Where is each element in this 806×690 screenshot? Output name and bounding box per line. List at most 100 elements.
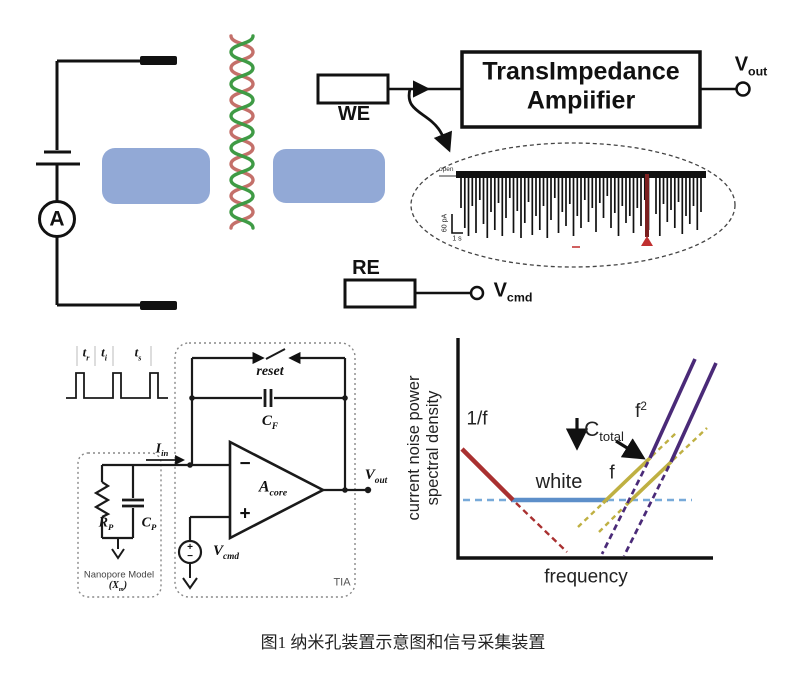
trace-scalebar	[451, 214, 463, 234]
dna-strand-green	[229, 34, 255, 230]
timing-pulses	[66, 372, 168, 399]
re-label: RE	[352, 257, 380, 279]
membrane-blocks	[102, 148, 385, 204]
we-box	[316, 73, 390, 105]
ground-arrow	[182, 577, 198, 590]
amplifier-title-line1: TransImpedance	[482, 57, 680, 86]
ti-sub: i	[104, 353, 107, 363]
cf-sub: F	[271, 421, 279, 432]
cf-label: CF	[261, 412, 279, 432]
plot-xlabel: frequency	[544, 566, 628, 588]
trace-scale-horizontal: 1 s	[452, 235, 462, 243]
circuit-vcmd-label: Vcmd	[212, 542, 240, 562]
source-minus: −	[187, 551, 193, 562]
vout-base: V	[734, 53, 749, 76]
electrode-bottom	[140, 301, 177, 310]
ti-base: t	[101, 344, 105, 360]
junction-arrow	[615, 438, 646, 460]
rp-resistor	[93, 481, 111, 518]
trace-spikes	[460, 172, 702, 238]
iin-base: I	[155, 441, 162, 457]
rp-label: RP	[98, 515, 114, 532]
circuit-vcmd-sub: cmd	[223, 551, 240, 562]
re-box	[343, 278, 417, 309]
tia-dotted-box	[174, 342, 356, 598]
dna-strand-red	[229, 34, 255, 230]
xm-sub: m	[118, 585, 124, 593]
reset-label: reset	[256, 364, 284, 379]
source-plus: +	[187, 542, 193, 553]
nanopore-dotted-box	[77, 452, 162, 598]
trace-red-triangle	[641, 236, 653, 246]
timing-ti-label: ti	[101, 346, 107, 363]
membrane-right	[273, 149, 385, 203]
cf-base: C	[261, 412, 272, 429]
reset-switch-blade	[265, 348, 286, 360]
tia-box-label: TIA	[333, 576, 351, 589]
ts-sub: s	[138, 353, 142, 363]
acore-label: Acore	[259, 479, 287, 498]
label-white: white	[535, 471, 583, 493]
vout-label: Vout	[735, 54, 768, 77]
circuit-vout-sub: out	[374, 475, 388, 486]
ammeter-label: A	[49, 207, 65, 231]
ground-arrow	[111, 548, 125, 560]
opamp-triangle	[228, 439, 326, 541]
timing-ts-label: ts	[135, 346, 142, 363]
nanopore-xm-label: (Xm)	[109, 579, 128, 593]
we-label: WE	[337, 103, 371, 125]
nanopore-model-label: Nanopore Model	[83, 569, 155, 581]
opamp-minus: −	[239, 453, 251, 475]
plot-axes	[456, 338, 713, 560]
trace-oval	[410, 142, 736, 268]
cp-label: CP	[141, 515, 157, 533]
vout-terminal	[735, 81, 751, 97]
label-f2: f2	[635, 399, 647, 421]
vcmd-label: Vcmd	[494, 280, 533, 303]
acore-base: A	[258, 478, 270, 496]
ylabel-line2: spectral density	[424, 390, 442, 506]
f2-sup: 2	[640, 399, 647, 413]
cp-base: C	[141, 515, 152, 531]
xm-base: X	[112, 579, 119, 591]
ammeter-circle	[38, 200, 76, 238]
circuit-vcmd-base: V	[212, 542, 223, 559]
amplifier-title-line2: Ampiifier	[526, 86, 636, 115]
label-f: f	[609, 462, 615, 484]
vcmd-base: V	[493, 279, 507, 302]
ctotal-sub: total	[599, 429, 624, 445]
vout-sub: out	[748, 64, 768, 79]
ts-base: t	[134, 344, 139, 360]
tr-base: t	[82, 344, 87, 360]
xm-close: )	[123, 579, 128, 591]
branch-arrow	[407, 88, 453, 153]
opamp-plus: +	[239, 503, 251, 525]
figure-caption: 图1 纳米孔装置示意图和信号采集装置	[260, 633, 546, 652]
vcmd-terminal	[469, 285, 485, 301]
trace-open-label: open	[439, 166, 454, 173]
trace-scale-vertical: 60 pA	[441, 213, 449, 233]
f-line-2	[624, 460, 673, 507]
f-line-1	[601, 456, 652, 505]
label-ctotal: Ctotal	[584, 419, 624, 443]
re-chain	[343, 278, 485, 309]
noise-plot	[456, 338, 718, 560]
acore-sub: core	[269, 487, 288, 499]
cp-sub: P	[151, 522, 157, 533]
circuit-vout-base: V	[364, 466, 375, 483]
plot-ylabel: current noise power spectral density	[405, 376, 443, 521]
rp-base: R	[98, 515, 109, 531]
tr-sub: r	[86, 353, 90, 363]
f2-line-2	[669, 362, 718, 463]
vout-node	[364, 486, 372, 494]
membrane-left	[102, 148, 210, 204]
we-amplifier-chain	[316, 50, 751, 153]
iin-sub: in	[161, 448, 169, 459]
timing-tr-label: tr	[83, 346, 90, 363]
one-over-f-line	[460, 447, 515, 502]
bias-circuit	[36, 56, 177, 310]
label-1f: 1/f	[466, 408, 488, 430]
vcmd-sub: cmd	[506, 290, 533, 305]
